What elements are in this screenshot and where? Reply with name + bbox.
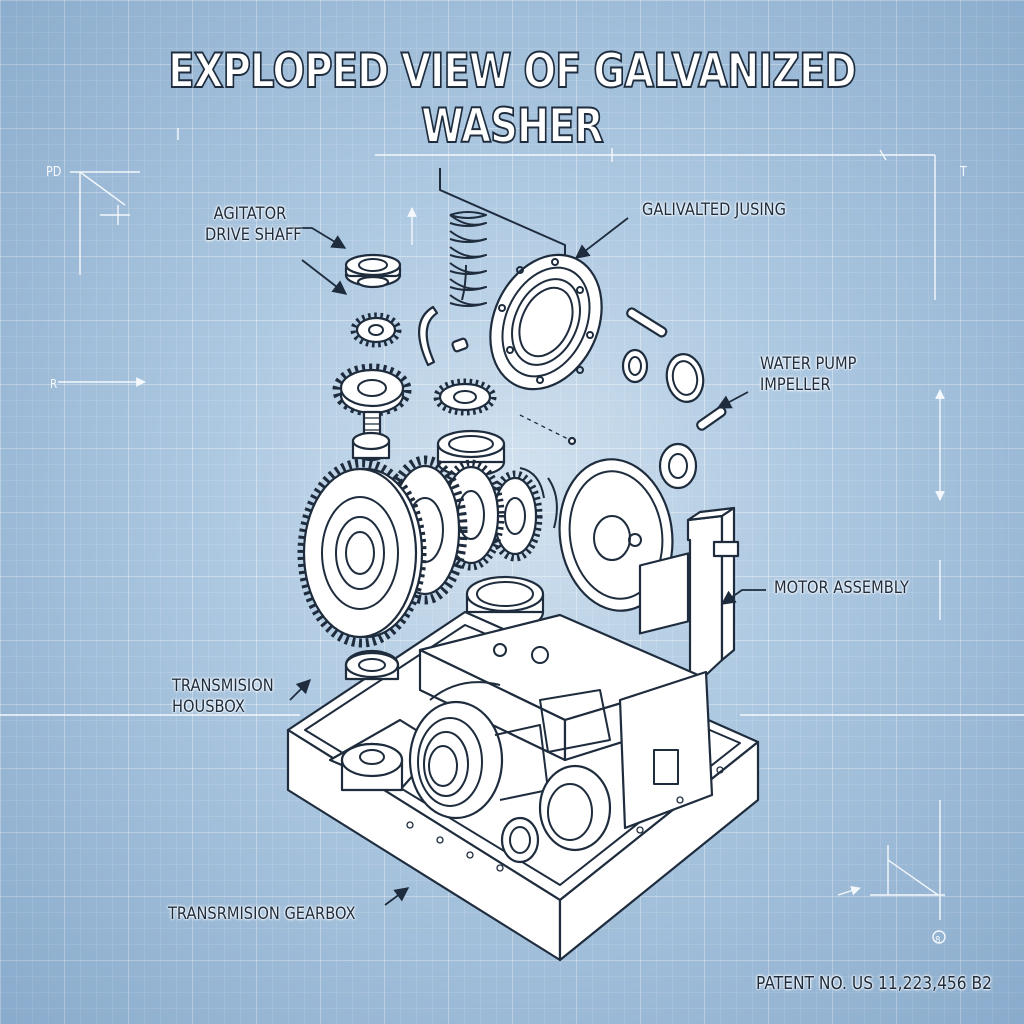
center-gear: [433, 378, 497, 416]
housing-bearing: [489, 253, 603, 391]
dimension-frame: [0, 128, 1024, 944]
impeller-bushing: [658, 442, 698, 490]
page-title: EXPLOPED VIEW OF GALVANIZED WASHER: [167, 43, 857, 155]
pump-label-line2: IMPELLER: [760, 375, 831, 395]
transmission-label-line2: HOUSBOX: [172, 697, 245, 717]
agitator-label-line1: AGITATOR: [213, 204, 287, 224]
corner-mark-top-right: T: [960, 165, 967, 180]
motor-bracket: [686, 506, 740, 692]
agitator-label-line2: DRIVE SHAFF: [205, 225, 302, 245]
shaft-pin-lower: [696, 406, 727, 431]
corner-mark-top-left: PD: [46, 165, 62, 180]
agitator-cap: [344, 253, 402, 289]
shaft-pin-upper: [626, 307, 668, 338]
transmission-label-line1: TRANSMISION: [172, 676, 274, 696]
seal-ring: [665, 353, 705, 403]
transmission-gearbox-label: TRANSRMISION GEARBOX: [168, 904, 356, 924]
gear-train: [297, 455, 558, 648]
agitator-drive-shaft-label: AGITATOR DRIVE SHAFF: [205, 204, 302, 246]
galvanized-housing-label: GALIVALTED JUSING: [642, 200, 786, 220]
small-pin: [451, 337, 469, 353]
small-bearing: [621, 348, 649, 384]
leader-lines: [289, 217, 766, 906]
agitator-gear: [332, 363, 412, 462]
water-pump-impeller-label: WATER PUMP IMPELLER: [760, 354, 856, 396]
motor-assembly-label: MOTOR ASSEMBLY: [774, 578, 909, 598]
transmission-housbox-label: TRANSMISION HOUSBOX: [172, 676, 274, 718]
corner-mark-left: R: [50, 377, 58, 391]
spring: [449, 211, 487, 307]
patent-number: PATENT NO. US 11,223,456 B2: [756, 973, 993, 994]
small-drive-gear: [350, 312, 402, 348]
retaining-clip: [418, 305, 439, 367]
pump-label-line1: WATER PUMP: [760, 354, 857, 374]
gearbox-base: [286, 552, 760, 962]
corner-mark-bottom-right: 8: [935, 935, 941, 946]
